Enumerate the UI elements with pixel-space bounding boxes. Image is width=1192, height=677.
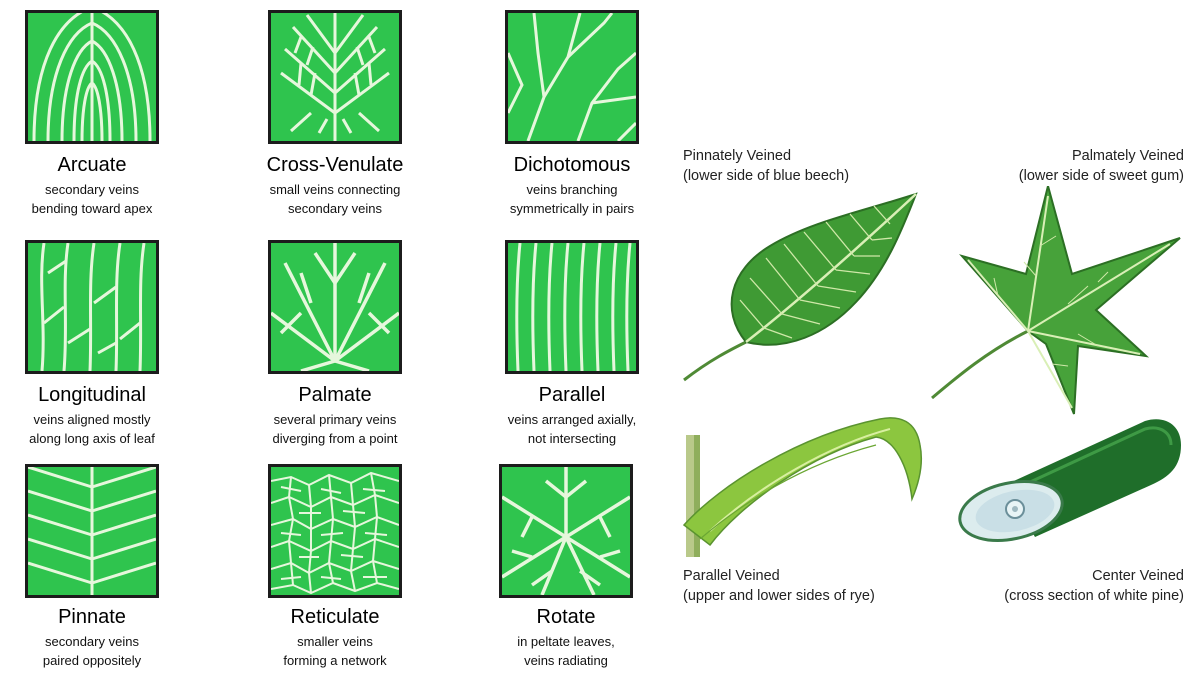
tile-name: Longitudinal xyxy=(0,384,202,406)
tile-description: in peltate leaves,veins radiating xyxy=(456,632,676,670)
tile-name: Palmate xyxy=(225,384,445,406)
parallel-veined-caption: Parallel Veined(upper and lower sides of… xyxy=(683,566,875,606)
palmate-veins-icon xyxy=(271,243,399,371)
tile-description: several primary veinsdiverging from a po… xyxy=(225,410,445,448)
tile-name: Parallel xyxy=(462,384,682,406)
longitudinal-tile xyxy=(25,240,159,374)
tile-description: secondary veinsbending toward apex xyxy=(0,180,202,218)
sweet-gum-leaf-icon xyxy=(928,186,1188,416)
pinnately-veined-caption: Pinnately Veined(lower side of blue beec… xyxy=(683,146,849,186)
tile-description: veins branchingsymmetrically in pairs xyxy=(462,180,682,218)
pinnate-veins-icon xyxy=(28,467,156,595)
tile-description: veins aligned mostlyalong long axis of l… xyxy=(0,410,202,448)
arcuate-veins-icon xyxy=(28,13,156,141)
palmately-veined-caption: Palmately Veined(lower side of sweet gum… xyxy=(1019,146,1184,186)
tile-name: Pinnate xyxy=(0,606,202,628)
rotate-tile xyxy=(499,464,633,598)
tile-name: Rotate xyxy=(456,606,676,628)
cross-venulate-tile xyxy=(268,10,402,144)
tile-name: Dichotomous xyxy=(462,154,682,176)
rye-grass-blade-icon xyxy=(680,415,925,565)
tile-description: veins arranged axially,not intersecting xyxy=(462,410,682,448)
reticulate-tile xyxy=(268,464,402,598)
cross-venulate-veins-icon xyxy=(271,13,399,141)
rotate-veins-icon xyxy=(502,467,630,595)
reticulate-veins-icon xyxy=(271,467,399,595)
longitudinal-veins-icon xyxy=(28,243,156,371)
dichotomous-veins-icon xyxy=(508,13,636,141)
center-veined-caption: Center Veined(cross section of white pin… xyxy=(1004,566,1184,606)
parallel-veins-icon xyxy=(508,243,636,371)
tile-name: Arcuate xyxy=(0,154,202,176)
tile-name: Cross-Venulate xyxy=(225,154,445,176)
tile-name: Reticulate xyxy=(225,606,445,628)
tile-description: smaller veinsforming a network xyxy=(225,632,445,670)
parallel-tile xyxy=(505,240,639,374)
blue-beech-leaf-icon xyxy=(680,190,925,385)
white-pine-needle-icon xyxy=(955,415,1185,545)
palmate-tile xyxy=(268,240,402,374)
pinnate-tile xyxy=(25,464,159,598)
arcuate-tile xyxy=(25,10,159,144)
dichotomous-tile xyxy=(505,10,639,144)
tile-description: secondary veinspaired oppositely xyxy=(0,632,202,670)
tile-description: small veins connectingsecondary veins xyxy=(225,180,445,218)
